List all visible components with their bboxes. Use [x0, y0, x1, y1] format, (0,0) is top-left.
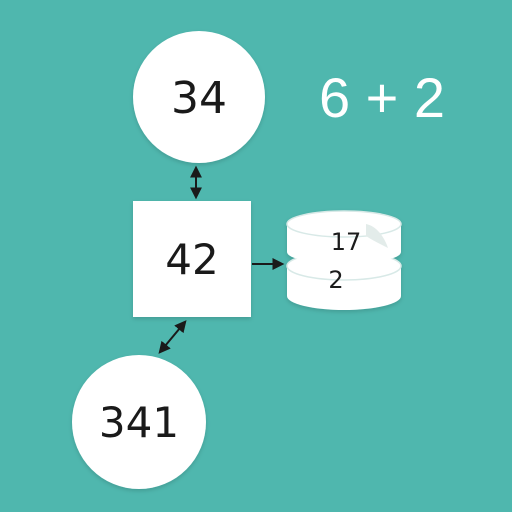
disc-page-curl — [366, 224, 388, 248]
disc-denominator: 2 — [328, 266, 343, 294]
bottom-circle-shape — [72, 355, 206, 489]
top-circle-shape — [133, 31, 265, 163]
top-circle-label: 34 — [171, 73, 227, 124]
node-split-disc: 17 2 — [286, 210, 402, 310]
double-arrow-diagonal — [158, 320, 187, 354]
node-center-square: 42 — [133, 201, 251, 317]
equation-label: 6 + 2 — [319, 66, 445, 129]
center-square-label: 42 — [165, 235, 218, 284]
node-top-circle: 34 — [133, 31, 265, 163]
center-square-shape — [133, 201, 251, 317]
bottom-circle-label: 341 — [99, 398, 179, 447]
edge-center-to-bottom — [158, 320, 187, 354]
node-bottom-circle: 341 — [72, 355, 206, 489]
disc-numerator: 17 — [331, 228, 362, 256]
